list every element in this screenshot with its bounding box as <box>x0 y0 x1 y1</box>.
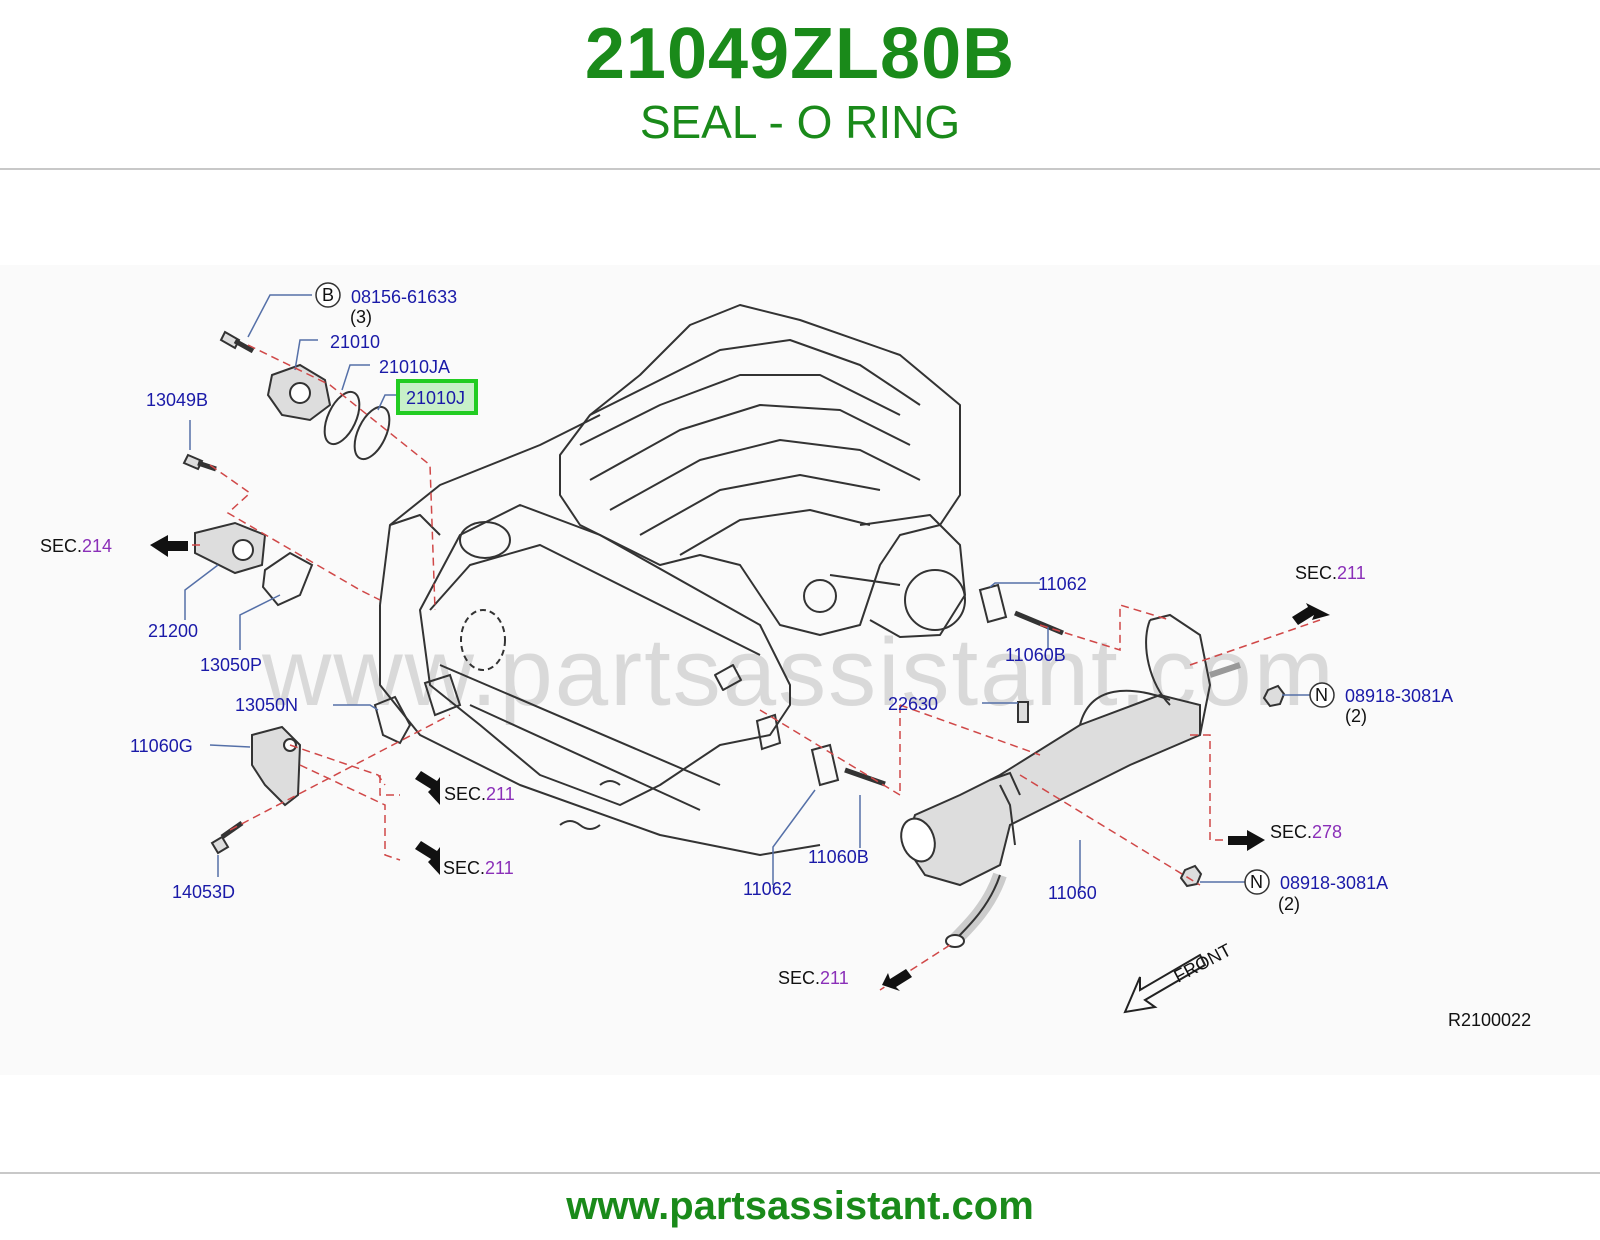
sec-214-ref[interactable]: SEC.214 <box>40 536 112 556</box>
part-label-22630[interactable]: 22630 <box>888 694 938 714</box>
sec-211-ref-b[interactable]: SEC.211 <box>443 858 514 878</box>
sec-prefix: SEC. <box>1270 822 1312 842</box>
arrow-sec-211-b <box>415 841 440 875</box>
diagram-canvas: www.partsassistant.com <box>40 282 1531 1030</box>
part-label-08918-3081a-bottom[interactable]: 08918-3081A <box>1280 873 1388 893</box>
part-label-13050p[interactable]: 13050P <box>200 655 262 675</box>
header: 21049ZL80B SEAL - O RING <box>0 0 1600 170</box>
part-label-21010[interactable]: 21010 <box>330 332 380 352</box>
sec-prefix: SEC. <box>778 968 820 988</box>
front-arrow-icon <box>1123 953 1207 1014</box>
parts-drawing <box>182 330 1286 948</box>
part-label-14053d[interactable]: 14053D <box>172 882 235 902</box>
part-label-11060g[interactable]: 11060G <box>130 736 193 756</box>
sec-prefix: SEC. <box>40 536 82 556</box>
part-number-title: 21049ZL80B <box>584 14 1016 94</box>
sec-211-ref-top[interactable]: SEC.211 <box>1295 563 1366 583</box>
arrow-sec-211-bottom <box>882 969 912 991</box>
part-label-21200[interactable]: 21200 <box>148 621 198 641</box>
arrow-sec-211-top <box>1292 603 1330 625</box>
assembly-lines <box>185 344 1321 991</box>
part-label-08918-3081a-top[interactable]: 08918-3081A <box>1345 686 1453 706</box>
sec-211-ref-a[interactable]: SEC.211 <box>444 784 515 804</box>
circle-n-top-label: N <box>1315 685 1328 705</box>
part-label-21010ja[interactable]: 21010JA <box>379 357 450 377</box>
sec-prefix: SEC. <box>443 858 485 878</box>
part-label-11060b-bottom[interactable]: 11060B <box>808 847 869 867</box>
section-arrows <box>150 535 1330 991</box>
bottom-divider <box>0 1172 1600 1174</box>
part-label-21010j[interactable]: 21010J <box>406 388 465 408</box>
part-label-11062-top[interactable]: 11062 <box>1038 574 1087 594</box>
sec-278-ref[interactable]: SEC.278 <box>1270 822 1342 842</box>
diagram-reference-code: R2100022 <box>1448 1010 1531 1030</box>
sec-prefix: SEC. <box>444 784 486 804</box>
callout-circles <box>315 282 1335 895</box>
circle-n-bottom-label: N <box>1250 872 1263 892</box>
sec-number: 214 <box>82 536 112 556</box>
top-divider <box>0 168 1600 170</box>
sec-number: 211 <box>1337 563 1366 583</box>
footer-website-link[interactable]: www.partsassistant.com <box>566 1184 1034 1228</box>
arrow-sec-214 <box>150 535 188 557</box>
sec-211-ref-bottom[interactable]: SEC.211 <box>778 968 849 988</box>
part-name-subtitle: SEAL - O RING <box>639 96 961 148</box>
engine-drawing <box>379 304 966 856</box>
part-label-13050n[interactable]: 13050N <box>235 695 298 715</box>
sec-number: 211 <box>486 784 515 804</box>
part-qty-08918-3081a-bottom: (2) <box>1278 894 1300 914</box>
part-qty-08918-3081a-top: (2) <box>1345 706 1367 726</box>
sec-prefix: SEC. <box>1295 563 1337 583</box>
sec-number: 211 <box>485 858 514 878</box>
parts-diagram: www.partsassistant.com <box>0 265 1600 1075</box>
sec-number: 278 <box>1312 822 1342 842</box>
part-label-13049b[interactable]: 13049B <box>146 390 208 410</box>
part-qty-08156-61633: (3) <box>350 307 372 327</box>
part-label-08156-61633[interactable]: 08156-61633 <box>351 287 457 307</box>
leader-lines <box>184 294 1322 890</box>
circle-b-label: B <box>322 285 334 305</box>
part-label-11060b-top[interactable]: 11060B <box>1005 645 1066 665</box>
front-label: FRONT <box>1170 940 1234 987</box>
arrow-sec-211-a <box>415 771 440 805</box>
sec-number: 211 <box>820 968 849 988</box>
part-label-11062-bottom[interactable]: 11062 <box>743 879 792 899</box>
highlighted-part-box <box>396 379 478 415</box>
part-label-11060[interactable]: 11060 <box>1048 883 1097 903</box>
arrow-sec-278 <box>1228 830 1265 851</box>
